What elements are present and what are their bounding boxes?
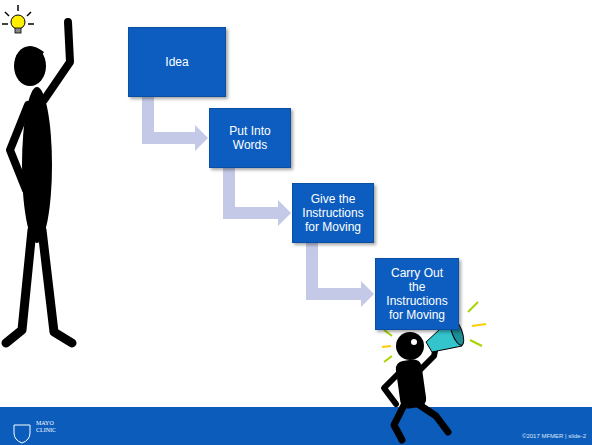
- process-box: Carry Out the Instructions for Moving: [375, 258, 459, 330]
- footer-bar: [0, 407, 592, 445]
- box-text: Put Into Words: [216, 124, 284, 152]
- process-box: Give the Instructions for Moving: [292, 183, 374, 243]
- flow-arrow: [229, 168, 278, 213]
- process-box: Put Into Words: [209, 108, 291, 168]
- thinker-figure: [6, 22, 72, 343]
- box-text: Idea: [165, 55, 188, 69]
- lightbulb: [2, 5, 34, 33]
- box-text: Give the Instructions for Moving: [299, 192, 367, 234]
- process-box: Idea: [128, 27, 226, 97]
- logo-shield: [14, 425, 30, 443]
- footer-note: ©2017 MFMER | slide-2: [470, 432, 586, 440]
- flow-arrow: [148, 97, 195, 138]
- flow-arrow: [312, 243, 361, 294]
- box-text: Carry Out the Instructions for Moving: [382, 266, 452, 322]
- logo-text: MAYO CLINIC: [36, 420, 70, 434]
